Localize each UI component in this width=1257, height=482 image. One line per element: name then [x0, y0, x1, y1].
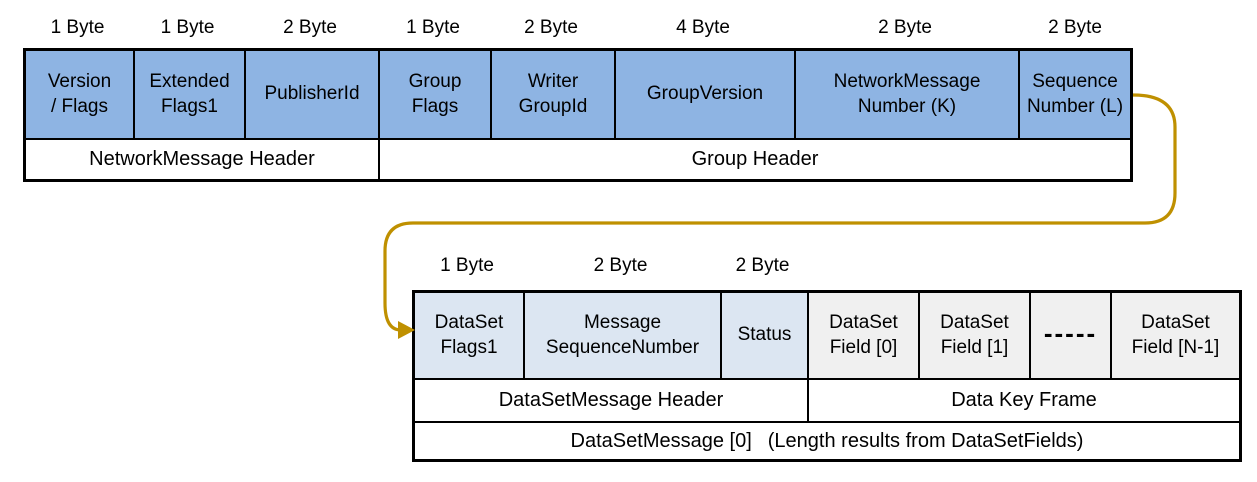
field-cells-row: Version / Flags Extended Flags1 Publishe… — [26, 51, 1130, 140]
cell-label: DataSet Field [N-1] — [1131, 311, 1220, 358]
byte-label: 2 Byte — [735, 255, 790, 276]
cell-group-flags: Group Flags — [380, 51, 492, 138]
cell-label: Group Flags — [408, 70, 462, 117]
byte-label: 2 Byte — [1048, 17, 1102, 38]
network-message-byte-labels: 1 Byte 1 Byte 2 Byte 1 Byte 2 Byte 4 Byt… — [23, 14, 1133, 42]
cell-label: Message SequenceNumber — [545, 311, 700, 358]
cell-dataset-field-ellipsis: ----- — [1031, 293, 1112, 378]
cell-version-flags: Version / Flags — [26, 51, 135, 138]
dataset-message-table: DataSet Flags1 Message SequenceNumber St… — [412, 290, 1242, 462]
cell-dataset-flags1: DataSet Flags1 — [415, 293, 525, 378]
footer-label: DataSetMessage [0] — [570, 429, 752, 452]
cell-label: Extended Flags1 — [149, 70, 230, 117]
cell-label: DataSet Flags1 — [434, 311, 504, 358]
byte-label: 2 Byte — [593, 255, 648, 276]
dataset-message-byte-labels: 1 Byte 2 Byte 2 Byte — [412, 252, 806, 280]
network-message-table: Version / Flags Extended Flags1 Publishe… — [23, 48, 1133, 182]
footer-note: (Length results from DataSetFields) — [767, 429, 1084, 452]
cell-label: Sequence Number (L) — [1026, 70, 1124, 117]
cell-publisher-id: PublisherId — [246, 51, 380, 138]
byte-label: 1 Byte — [160, 17, 215, 38]
cell-network-message-number: NetworkMessage Number (K) — [796, 51, 1020, 138]
cell-message-sequence-number: Message SequenceNumber — [525, 293, 722, 378]
dataset-message-footer: DataSetMessage [0] (Length results from … — [415, 423, 1239, 459]
byte-label: 1 Byte — [50, 17, 105, 38]
cell-label: Writer GroupId — [518, 70, 588, 117]
section-data-key-frame: Data Key Frame — [809, 380, 1239, 421]
cell-writer-group-id: Writer GroupId — [492, 51, 616, 138]
section-label: DataSetMessage Header — [498, 389, 724, 411]
byte-label: 2 Byte — [283, 17, 337, 38]
byte-label: 1 Byte — [440, 255, 494, 276]
section-dataset-message-header: DataSetMessage Header — [415, 380, 809, 421]
section-row: NetworkMessage Header Group Header — [26, 140, 1130, 179]
ellipsis-dashes: ----- — [1043, 317, 1098, 348]
section-label: Data Key Frame — [951, 389, 1097, 411]
cell-label: Status — [737, 324, 792, 346]
cell-dataset-field-0: DataSet Field [0] — [809, 293, 920, 378]
cell-label: DataSet Field [0] — [829, 311, 898, 358]
byte-label: 4 Byte — [676, 17, 730, 38]
cell-dataset-field-1: DataSet Field [1] — [920, 293, 1031, 378]
cell-label: Version / Flags — [47, 70, 112, 117]
cell-label: NetworkMessage Number (K) — [833, 70, 981, 117]
section-network-message-header: NetworkMessage Header — [26, 140, 380, 179]
byte-label: 2 Byte — [878, 17, 932, 38]
section-row: DataSetMessage Header Data Key Frame — [415, 380, 1239, 423]
cell-label: DataSet Field [1] — [940, 311, 1009, 358]
cell-label: PublisherId — [264, 83, 360, 105]
section-label: Group Header — [691, 148, 819, 170]
byte-label: 1 Byte — [406, 17, 460, 38]
section-label: NetworkMessage Header — [89, 148, 315, 170]
cell-sequence-number: Sequence Number (L) — [1020, 51, 1130, 138]
cell-dataset-field-n-1: DataSet Field [N-1] — [1112, 293, 1239, 378]
field-cells-row: DataSet Flags1 Message SequenceNumber St… — [415, 293, 1239, 380]
cell-extended-flags1: Extended Flags1 — [135, 51, 246, 138]
cell-group-version: GroupVersion — [616, 51, 796, 138]
section-group-header: Group Header — [380, 140, 1130, 179]
cell-status: Status — [722, 293, 809, 378]
byte-label: 2 Byte — [524, 17, 578, 38]
cell-label: GroupVersion — [646, 83, 764, 105]
